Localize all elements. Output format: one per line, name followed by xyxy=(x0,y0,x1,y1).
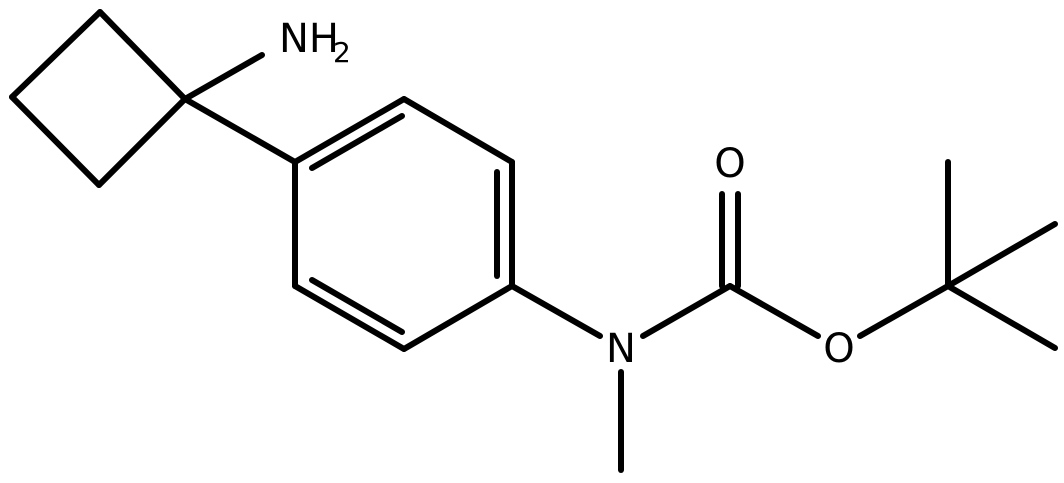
bond-carbonyl-ester-o xyxy=(727,283,821,339)
nitrogen-label: N xyxy=(606,326,636,372)
amine-label: NH 2 xyxy=(279,16,351,69)
carbonyl-oxygen-label: O xyxy=(714,141,745,187)
benzene-ring xyxy=(292,96,515,352)
amine-subscript: 2 xyxy=(333,36,351,69)
bond-cyclobutyl-phenyl xyxy=(182,96,298,165)
amine-symbol: NH xyxy=(279,16,339,62)
bond-ring-left xyxy=(9,9,103,100)
bond-ring-top xyxy=(97,9,188,102)
bond-ar-1-inner xyxy=(309,113,405,171)
bond-tbu-methyl-down xyxy=(945,283,1058,351)
bond-c-nh2 xyxy=(182,52,265,102)
bond-ar-5-inner xyxy=(309,277,405,335)
bond-ar-2 xyxy=(401,96,515,165)
bond-ar-4 xyxy=(401,283,515,352)
bond-tbu-methyl-right xyxy=(945,221,1058,289)
cyclobutane-ring xyxy=(9,9,188,188)
bond-ar-5 xyxy=(292,283,407,352)
ester-oxygen-label: O xyxy=(823,326,854,372)
bond-ring-bottom xyxy=(9,94,102,188)
bond-ring-right xyxy=(96,96,188,188)
bond-o-tert-butyl xyxy=(857,283,951,339)
bond-n-carbonyl xyxy=(640,283,733,339)
bond-ar-1 xyxy=(292,96,407,165)
bond-aryl-n xyxy=(509,283,603,339)
